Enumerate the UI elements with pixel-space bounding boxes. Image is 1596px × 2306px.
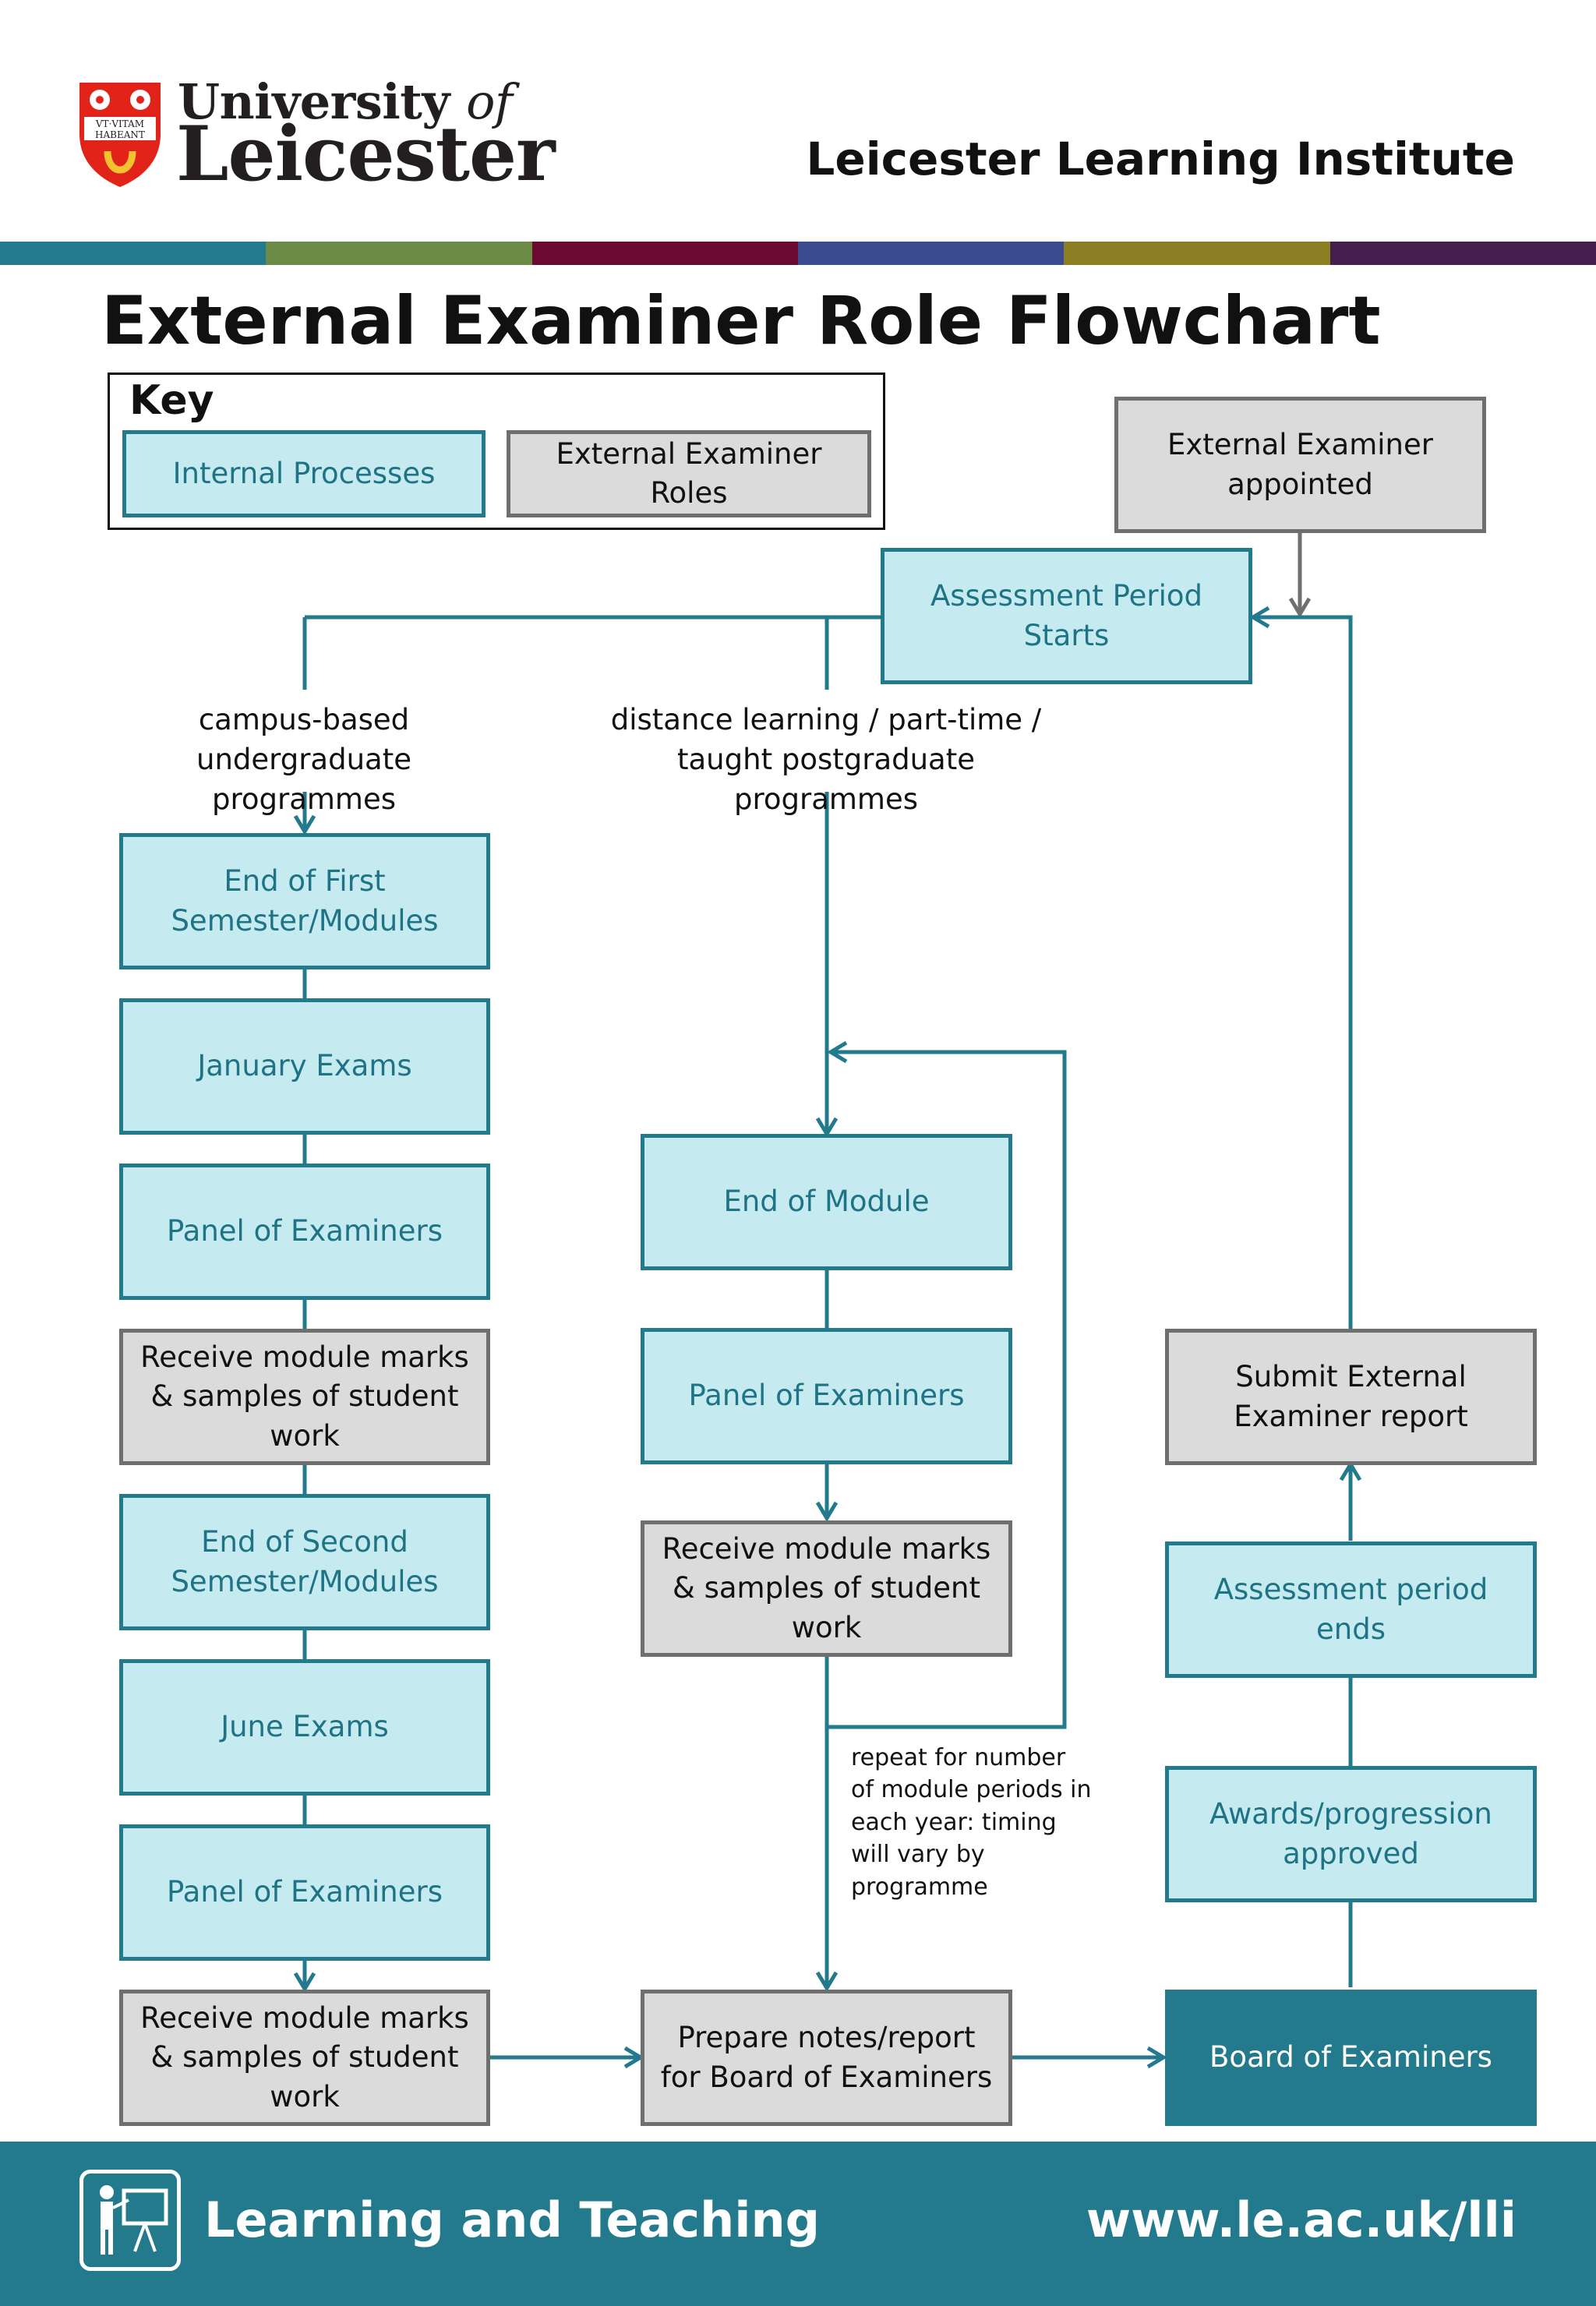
receive-module-marks-middle: Receive module marks & samples of studen… <box>641 1520 1012 1657</box>
stripe-segment <box>0 242 267 265</box>
end-of-first-semester: End of First Semester/Modules <box>119 833 490 969</box>
stripe-segment <box>531 242 798 265</box>
connector-repeat-loop <box>827 1040 1067 1729</box>
key-external-examiner-roles: External Examiner Roles <box>507 430 871 517</box>
end-of-module: End of Module <box>641 1134 1012 1270</box>
external-examiner-appointed: External Examiner appointed <box>1114 397 1486 533</box>
university-shield-icon: VT·VITAM HABEANT <box>79 83 161 187</box>
repeat-note: repeat for number of module periods in e… <box>851 1744 1092 1901</box>
board-of-examiners: Board of Examiners <box>1165 1990 1537 2126</box>
presenter-board-icon <box>79 2170 181 2271</box>
receive-module-marks-2: Receive module marks & samples of studen… <box>119 1990 490 2126</box>
assessment-period-starts: Assessment Period Starts <box>881 548 1252 684</box>
key-title: Key <box>129 377 214 424</box>
stripe-segment <box>1064 242 1330 265</box>
shield-motto-2: HABEANT <box>95 129 145 140</box>
end-of-second-semester: End of Second Semester/Modules <box>119 1494 490 1630</box>
panel-of-examiners-2: Panel of Examiners <box>119 1824 490 1961</box>
university-name-line1: University of <box>178 73 513 130</box>
receive-module-marks-1: Receive module marks & samples of studen… <box>119 1329 490 1465</box>
stripe-segment <box>266 242 532 265</box>
june-exams: June Exams <box>119 1659 490 1796</box>
university-name-line2: Leicester <box>176 110 556 198</box>
color-stripe <box>0 242 1596 265</box>
page-footer <box>0 2142 1596 2306</box>
submit-external-examiner-report: Submit External Examiner report <box>1165 1329 1537 1465</box>
panel-of-examiners-middle: Panel of Examiners <box>641 1328 1012 1464</box>
branch-label-campus: campus-based undergraduate programmes <box>196 703 411 817</box>
prepare-notes-report: Prepare notes/report for Board of Examin… <box>641 1990 1012 2126</box>
connector-submit-to-start <box>1249 606 1353 1329</box>
page-title: External Examiner Role Flowchart <box>101 282 1381 360</box>
page-header <box>0 0 1596 242</box>
footer-url-link[interactable]: www.le.ac.uk/lli <box>1086 2191 1517 2248</box>
institute-name: Leicester Learning Institute <box>806 132 1515 185</box>
footer-title: Learning and Teaching <box>204 2191 821 2248</box>
stripe-segment <box>797 242 1065 265</box>
panel-of-examiners-1: Panel of Examiners <box>119 1164 490 1300</box>
stripe-segment <box>1329 242 1596 265</box>
key-internal-processes: Internal Processes <box>122 430 486 517</box>
january-exams: January Exams <box>119 998 490 1135</box>
assessment-period-ends: Assessment period ends <box>1165 1541 1537 1678</box>
branch-label-distance: distance learning / part-time / taught p… <box>610 703 1042 817</box>
awards-progression-approved: Awards/progression approved <box>1165 1766 1537 1902</box>
key-panel <box>108 373 885 530</box>
shield-motto-1: VT·VITAM <box>95 118 144 129</box>
